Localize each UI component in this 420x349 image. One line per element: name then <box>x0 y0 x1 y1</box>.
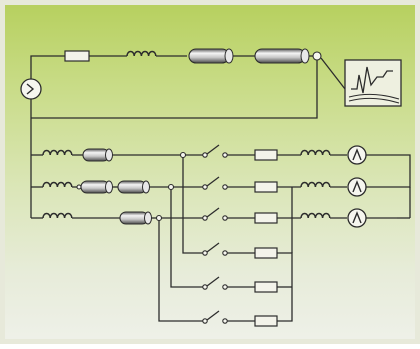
cable-left-2a <box>80 180 113 194</box>
wire-drop-3 <box>158 220 203 322</box>
inductor-left-3 <box>42 212 73 219</box>
left-branch-3 <box>31 211 163 225</box>
switch-2 <box>206 176 220 187</box>
right-branch-5 <box>202 276 278 293</box>
resistor-right-6 <box>254 315 278 327</box>
right-branch-6 <box>202 310 278 327</box>
node-junction-3 <box>155 214 163 222</box>
switch-1 <box>206 144 220 155</box>
right-branch-4 <box>202 242 278 259</box>
inductor-left-1 <box>42 149 73 156</box>
wire-to-display <box>320 57 346 90</box>
right-branch-2 <box>173 176 397 197</box>
resistor-right-2 <box>254 181 278 193</box>
left-branch-1 <box>31 148 187 162</box>
cable-top-2 <box>254 48 310 64</box>
right-branch-1 <box>185 144 397 165</box>
resistor-right-3 <box>254 212 278 224</box>
source-branch <box>20 65 42 218</box>
wire-top-left <box>30 55 65 65</box>
wire-right-bus <box>397 154 411 188</box>
right-branch-3 <box>161 207 397 228</box>
resistor-right-4 <box>254 247 278 259</box>
inductor-right-3 <box>300 212 331 219</box>
node-left-2 <box>76 184 82 190</box>
inductor-right-1 <box>300 149 331 156</box>
left-branch-2 <box>31 180 175 194</box>
inductor-right-2 <box>300 181 331 188</box>
cable-left-2b <box>117 180 150 194</box>
node-junction-1 <box>179 151 187 159</box>
switch-4 <box>206 242 220 253</box>
wire-drop-2 <box>170 189 203 288</box>
node-junction-2 <box>167 183 175 191</box>
top-branch <box>30 48 402 119</box>
switch-5 <box>206 276 220 287</box>
wire-drop-1 <box>182 157 203 254</box>
resistor-right-5 <box>254 281 278 293</box>
inductor-top <box>126 50 157 57</box>
cable-top-1 <box>188 48 234 64</box>
inductor-left-2 <box>42 181 73 188</box>
node-top <box>312 51 322 61</box>
cable-left-1 <box>82 148 113 162</box>
resistor-top <box>64 50 90 62</box>
voltmeter-icon <box>20 78 42 100</box>
cable-left-3 <box>119 211 152 225</box>
switch-6 <box>206 310 220 321</box>
circuit-diagram <box>20 48 411 327</box>
resistor-right-1 <box>254 149 278 161</box>
voltmeter-symbol <box>26 83 35 95</box>
wire-return <box>31 60 318 119</box>
switch-3 <box>206 207 220 218</box>
oscilloscope-icon <box>344 59 402 107</box>
